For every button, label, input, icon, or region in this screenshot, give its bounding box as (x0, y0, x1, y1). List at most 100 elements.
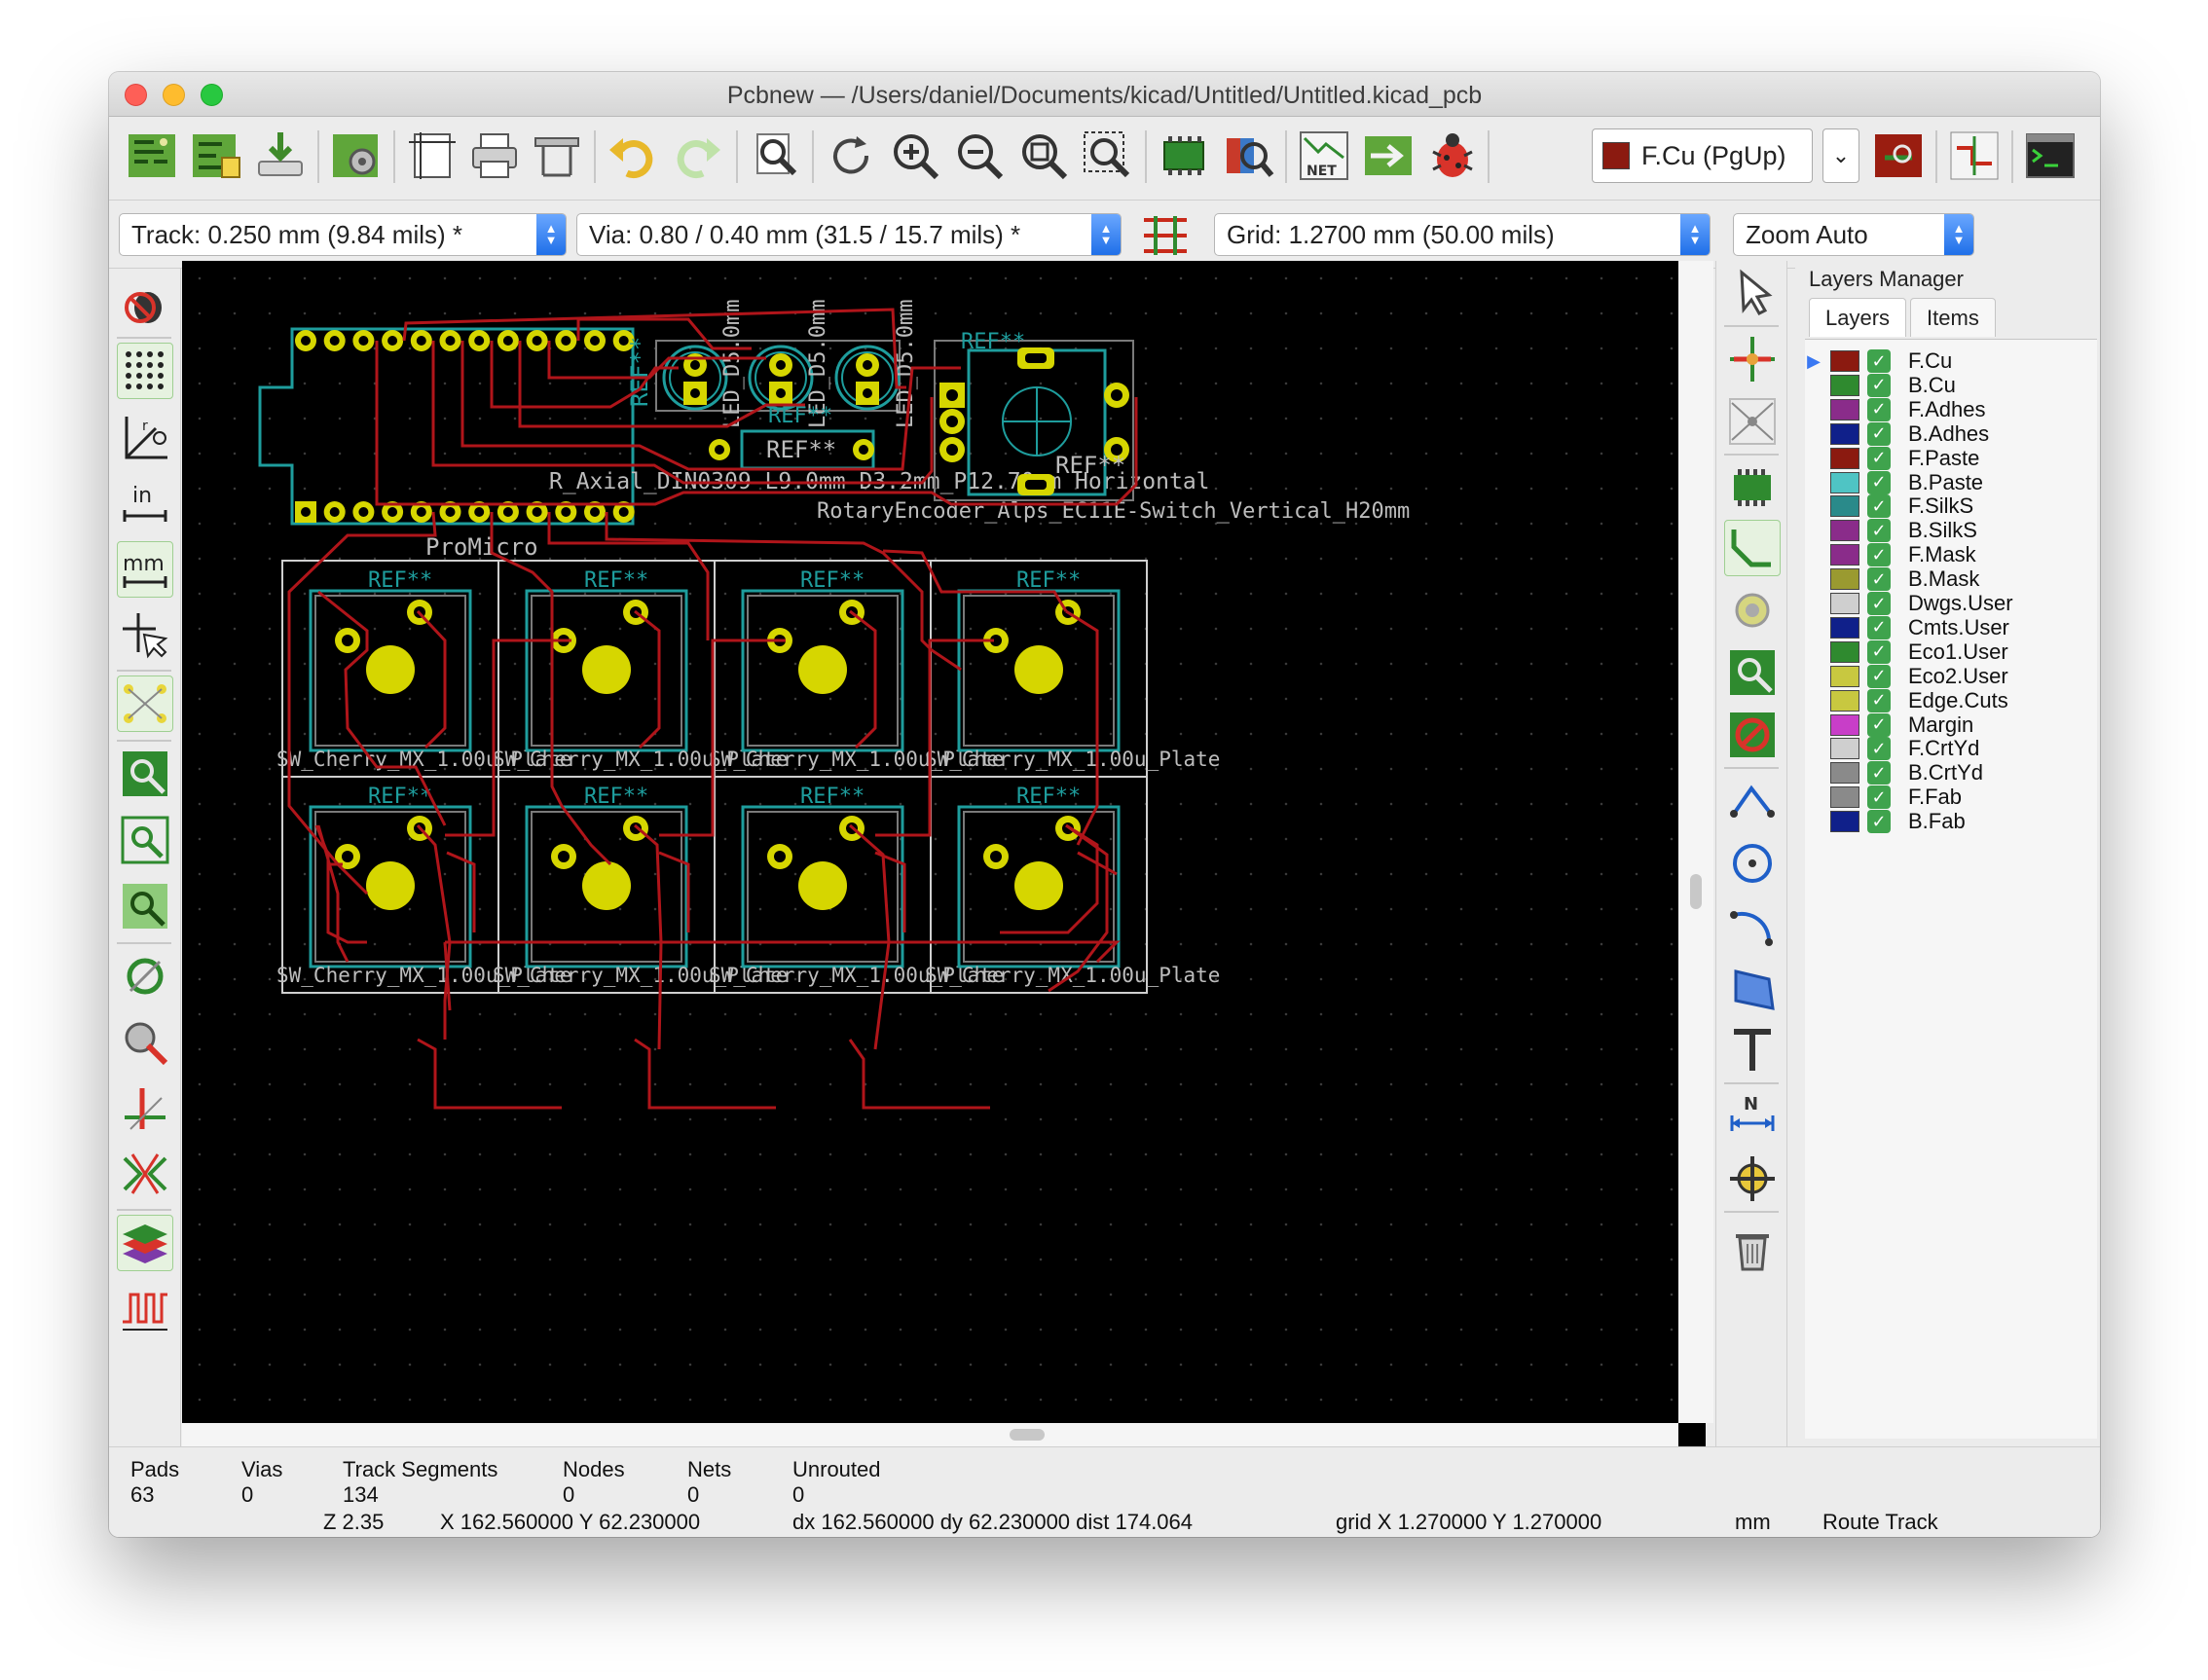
layer-row[interactable]: ▶✓F.Cu (1805, 344, 2097, 379)
footprint-browser-icon[interactable] (1219, 127, 1277, 185)
layer-color-swatch[interactable] (1830, 422, 1859, 445)
vertical-scrollbar[interactable] (1678, 261, 1713, 1423)
layer-visibility-checkbox[interactable]: ✓ (1867, 543, 1891, 567)
layer-visibility-checkbox[interactable]: ✓ (1867, 494, 1891, 519)
layer-row[interactable]: ✓Dwgs.User (1805, 586, 2097, 621)
grid-size-select[interactable]: Grid: 1.2700 mm (50.00 mils) ▲▼ (1214, 213, 1711, 256)
layer-visibility-checkbox[interactable]: ✓ (1867, 810, 1891, 834)
drc-off-icon[interactable] (117, 276, 173, 333)
highlight-net-icon[interactable] (1724, 331, 1781, 387)
add-text-icon[interactable] (1724, 1022, 1781, 1078)
layer-visibility-checkbox[interactable]: ✓ (1867, 373, 1891, 397)
layer-row[interactable]: ✓Eco1.User (1805, 635, 2097, 670)
redo-icon[interactable] (668, 127, 726, 185)
add-circle-icon[interactable] (1724, 835, 1781, 892)
interactive-router-icon[interactable] (1945, 127, 2004, 185)
track-outline-icon[interactable] (117, 1080, 173, 1137)
route-track-icon[interactable] (1724, 520, 1781, 576)
delete-trash-icon[interactable] (1724, 1221, 1781, 1277)
layer-row[interactable]: ✓F.Adhes (1805, 392, 2097, 427)
layer-visibility-checkbox[interactable]: ✓ (1867, 446, 1891, 470)
add-target-icon[interactable] (1724, 1150, 1781, 1207)
ratsnest-icon[interactable] (117, 676, 173, 732)
vertical-scroll-thumb[interactable] (1690, 874, 1702, 909)
zone-outline-icon[interactable] (117, 812, 173, 868)
layer-color-swatch[interactable] (1830, 447, 1859, 469)
drc-icon[interactable] (1423, 127, 1482, 185)
layer-visibility-checkbox[interactable]: ✓ (1867, 592, 1891, 615)
via-outline-icon[interactable] (117, 1014, 173, 1071)
add-arc-icon[interactable] (1724, 897, 1781, 954)
layer-color-swatch[interactable] (1830, 568, 1859, 591)
auto-track-width-icon[interactable] (1136, 204, 1195, 263)
layer-visibility-checkbox[interactable]: ✓ (1867, 470, 1891, 494)
inch-units-icon[interactable]: in (117, 475, 173, 531)
layer-color-swatch[interactable] (1830, 495, 1859, 518)
tab-items[interactable]: Items (1910, 298, 1996, 337)
layer-color-swatch[interactable] (1830, 689, 1859, 712)
add-line-icon[interactable] (1724, 773, 1781, 829)
microwave-tools-icon[interactable] (117, 1281, 173, 1337)
netlist-icon[interactable]: NET (1295, 127, 1353, 185)
zoom-out-icon[interactable] (950, 127, 1009, 185)
layer-row[interactable]: ✓F.SilkS (1805, 489, 2097, 524)
layer-row[interactable]: ✓B.Paste (1805, 465, 2097, 500)
layer-row[interactable]: ✓Margin (1805, 708, 2097, 743)
layer-row[interactable]: ✓Eco2.User (1805, 659, 2097, 694)
page-settings-icon[interactable] (403, 127, 461, 185)
layer-row[interactable]: ✓B.Mask (1805, 562, 2097, 597)
active-layer-select[interactable]: F.Cu (PgUp) (1592, 128, 1813, 183)
chevron-down-icon[interactable]: ⌄ (1822, 128, 1859, 183)
layer-row[interactable]: ✓Edge.Cuts (1805, 683, 2097, 718)
add-via-icon[interactable] (1724, 582, 1781, 639)
layer-color-swatch[interactable] (1830, 350, 1859, 372)
undo-icon[interactable] (604, 127, 662, 185)
layer-color-swatch[interactable] (1830, 374, 1859, 396)
grid-toggle-icon[interactable] (117, 343, 173, 399)
layer-row[interactable]: ✓F.Fab (1805, 780, 2097, 815)
pad-outline-icon[interactable] (117, 948, 173, 1004)
layer-visibility-checkbox[interactable]: ✓ (1867, 712, 1891, 737)
layer-row[interactable]: ✓B.Fab (1805, 804, 2097, 839)
maximize-window-button[interactable] (201, 84, 223, 106)
layer-visibility-checkbox[interactable]: ✓ (1867, 737, 1891, 761)
layer-color-swatch[interactable] (1830, 593, 1859, 614)
layer-pair-icon[interactable] (1869, 127, 1928, 185)
layer-visibility-checkbox[interactable]: ✓ (1867, 615, 1891, 639)
cursor-shape-icon[interactable] (117, 607, 173, 664)
add-dimension-icon[interactable]: N (1724, 1088, 1781, 1145)
tab-layers[interactable]: Layers (1809, 298, 1907, 337)
add-footprint-icon[interactable] (1724, 459, 1781, 516)
layer-color-swatch[interactable] (1830, 398, 1859, 420)
layer-visibility-checkbox[interactable]: ✓ (1867, 639, 1891, 664)
layer-visibility-checkbox[interactable]: ✓ (1867, 688, 1891, 712)
layer-color-swatch[interactable] (1830, 738, 1859, 760)
refresh-icon[interactable] (822, 127, 880, 185)
layer-visibility-checkbox[interactable]: ✓ (1867, 761, 1891, 785)
layer-color-swatch[interactable] (1830, 762, 1859, 785)
zoom-fit-icon[interactable] (1014, 127, 1073, 185)
polar-coords-icon[interactable]: r (117, 409, 173, 465)
layer-visibility-checkbox[interactable]: ✓ (1867, 397, 1891, 421)
layer-row[interactable]: ✓B.CrtYd (1805, 755, 2097, 790)
zone-sketch-icon[interactable] (117, 878, 173, 934)
scripting-console-icon[interactable] (2021, 127, 2079, 185)
layer-color-swatch[interactable] (1830, 544, 1859, 566)
footprint-editor-icon[interactable] (1155, 127, 1213, 185)
layer-row[interactable]: ✓B.Adhes (1805, 417, 2097, 452)
layer-color-swatch[interactable] (1830, 665, 1859, 687)
new-board-icon[interactable] (187, 127, 245, 185)
layer-visibility-checkbox[interactable]: ✓ (1867, 519, 1891, 543)
find-icon[interactable] (746, 127, 804, 185)
mm-units-icon[interactable]: mm (117, 541, 173, 598)
layer-row[interactable]: ✓Cmts.User (1805, 610, 2097, 645)
layer-row[interactable]: ✓B.SilkS (1805, 513, 2097, 548)
add-polygon-icon[interactable] (1724, 960, 1781, 1016)
layer-visibility-checkbox[interactable]: ✓ (1867, 785, 1891, 810)
layer-visibility-checkbox[interactable]: ✓ (1867, 421, 1891, 446)
select-arrow-icon[interactable] (1724, 265, 1781, 321)
layer-color-swatch[interactable] (1830, 520, 1859, 542)
layer-visibility-checkbox[interactable]: ✓ (1867, 567, 1891, 592)
layer-color-swatch[interactable] (1830, 471, 1859, 493)
layer-row[interactable]: ✓F.Mask (1805, 537, 2097, 572)
